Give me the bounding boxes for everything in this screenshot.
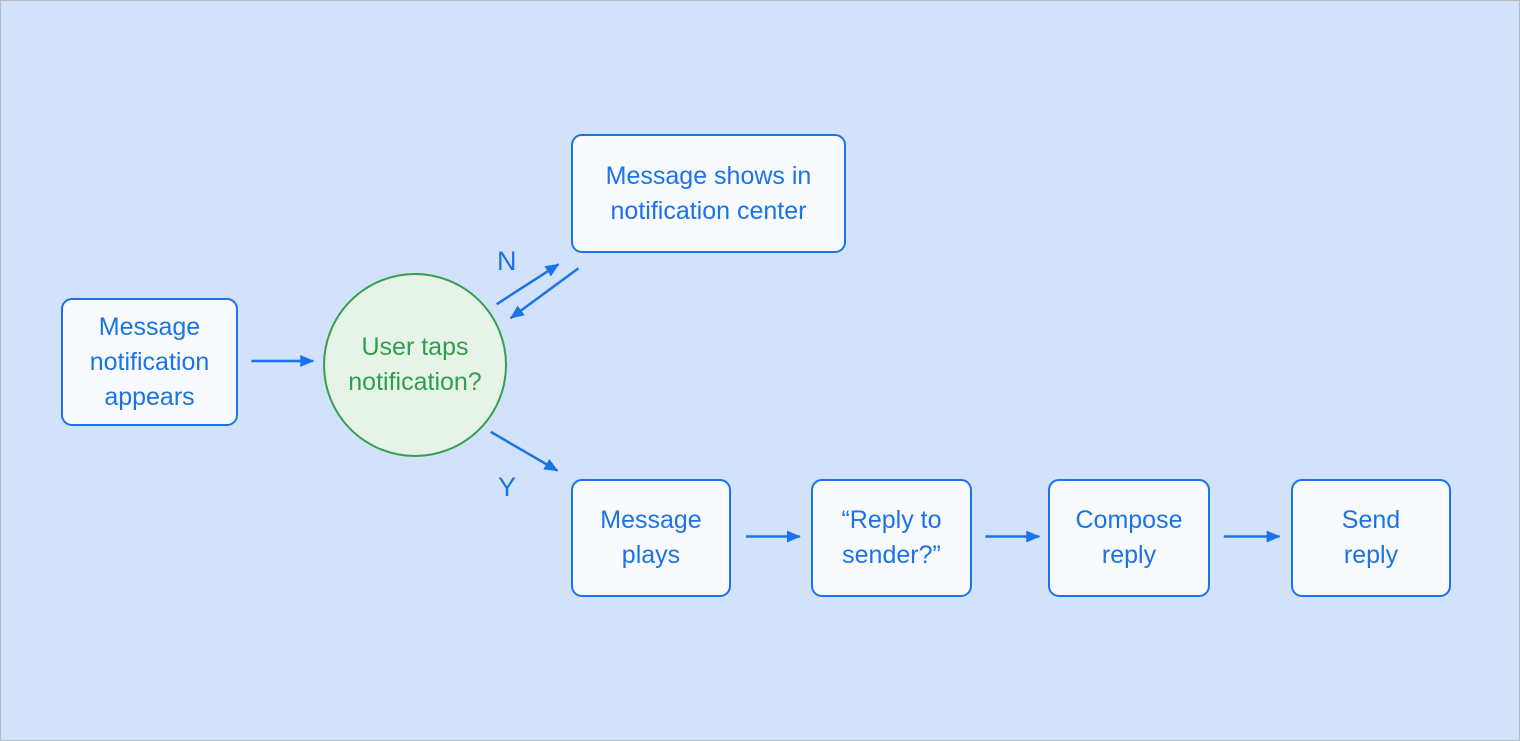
node-message-notification-appears: Message notification appears [61, 298, 238, 426]
node-label: Message plays [600, 506, 702, 569]
node-label: Send reply [1341, 506, 1401, 569]
edge-notification-center-decision [509, 267, 580, 320]
node-label: Message shows in notification center [605, 161, 812, 225]
edge-label-yes: Y [498, 472, 517, 502]
node-reply-to-sender: “Reply to sender?” [811, 479, 972, 597]
node-message-plays: Message plays [571, 479, 731, 597]
node-compose-reply: Compose reply [1048, 479, 1210, 597]
node-decision-user-taps-notification: User taps notification? [323, 273, 507, 457]
node-send-reply: Send reply [1291, 479, 1451, 597]
node-message-shows-in-notification-center: Message shows in notification center [571, 134, 846, 253]
edge-label-no: N [497, 246, 517, 276]
node-label: Message notification appears [89, 312, 210, 411]
node-label: User taps notification? [348, 333, 482, 396]
edge-decision-message-plays [490, 430, 559, 472]
node-label: “Reply to sender?” [841, 506, 942, 569]
node-label: Compose reply [1075, 506, 1183, 569]
